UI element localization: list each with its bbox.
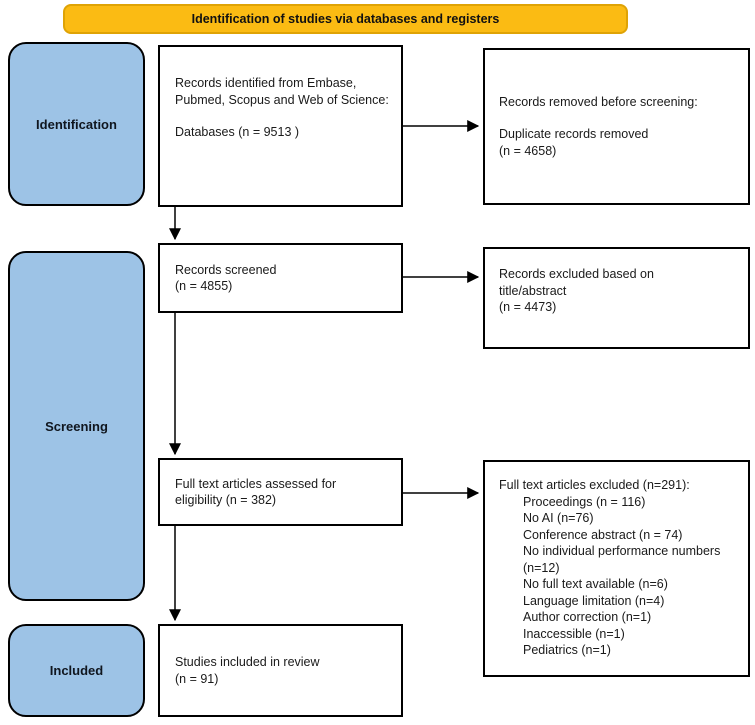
fulltext-excluded-title: Full text articles excluded (n=291): (499, 478, 690, 492)
stage-label-screening: Screening (45, 418, 108, 434)
exclusion-reason-no-performance: No individual performance numbers (n=12) (523, 544, 721, 575)
records-removed-count: (n = 4658) (499, 143, 557, 158)
stage-box-screening: Screening (8, 251, 145, 601)
exclusion-reason-inaccessible: Inaccessible (n=1) (523, 626, 625, 641)
studies-included-text: Studies included in review (175, 655, 320, 669)
records-identified-count: Databases (n = 9513 ) (175, 125, 300, 139)
box-studies-included: Studies included in review (n = 91) (158, 624, 403, 717)
box-records-removed: Records removed before screening: Duplic… (483, 48, 750, 205)
records-screened-text: Records screened (175, 262, 277, 277)
exclusion-reason-conference: Conference abstract (n = 74) (523, 527, 683, 542)
records-identified-sources: Records identified from Embase, Pubmed, … (175, 76, 389, 107)
box-records-screened: Records screened (n = 4855) (158, 243, 403, 313)
exclusion-reason-no-ai: No AI (n=76) (523, 511, 594, 525)
stage-box-identification: Identification (8, 42, 145, 206)
stage-label-identification: Identification (36, 116, 117, 132)
stage-box-included: Included (8, 624, 145, 717)
box-fulltext-assessed: Full text articles assessed for eligibil… (158, 458, 403, 526)
stage-label-included: Included (49, 663, 104, 678)
diagram-title: Identification of studies via databases … (191, 12, 500, 26)
records-excluded-text-line1: Records excluded based on (499, 267, 654, 281)
records-excluded-text-line2: title/abstract (499, 283, 567, 298)
records-screened-count: (n = 4855) (175, 279, 233, 293)
spacer (499, 110, 740, 126)
exclusion-reason-author-correction: Author correction (n=1) (523, 610, 652, 624)
records-excluded-count: (n = 4473) (499, 300, 557, 314)
exclusion-reason-language: Language limitation (n=4) (523, 593, 665, 608)
box-records-identified: Records identified from Embase, Pubmed, … (158, 45, 403, 207)
records-removed-title: Records removed before screening: (499, 94, 698, 109)
records-removed-reason: Duplicate records removed (499, 127, 649, 142)
box-fulltext-excluded: Full text articles excluded (n=291): Pro… (483, 460, 750, 677)
studies-included-count: (n = 91) (175, 671, 219, 686)
exclusion-reason-pediatrics: Pediatrics (n=1) (523, 643, 611, 657)
exclusion-reason-proceedings: Proceedings (n = 116) (523, 494, 646, 509)
box-records-excluded: Records excluded based on title/abstract… (483, 247, 750, 349)
fulltext-assessed-text: Full text articles assessed for eligibil… (175, 476, 337, 508)
exclusion-reason-no-fulltext: No full text available (n=6) (523, 577, 668, 591)
spacer (175, 108, 391, 124)
diagram-title-banner: Identification of studies via databases … (63, 4, 628, 34)
